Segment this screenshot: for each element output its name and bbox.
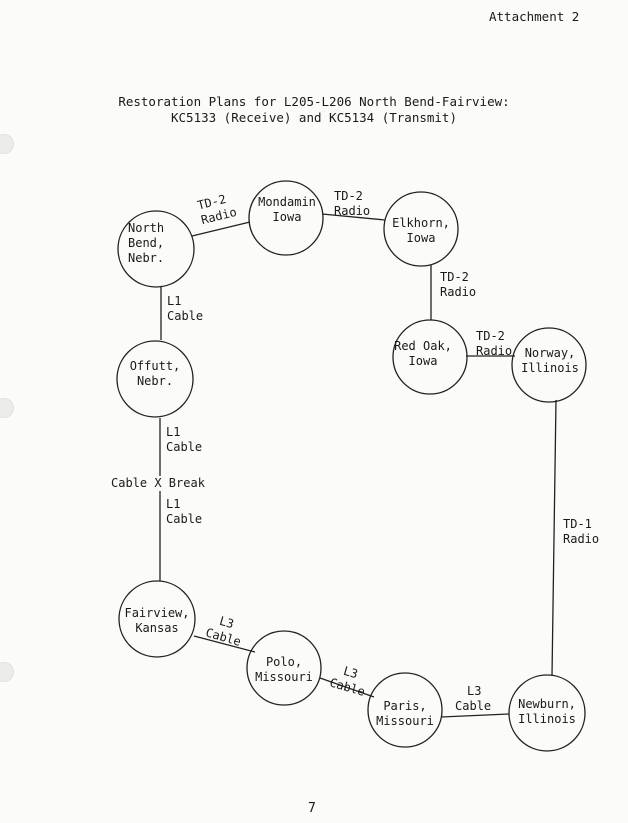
node-text: Missouri — [376, 714, 434, 728]
link-medium: Cable — [167, 309, 204, 323]
node-label-elkhorn: Elkhorn, Iowa — [384, 216, 458, 246]
node-text: Mondamin — [258, 195, 316, 209]
node-label-paris: Paris, Missouri — [368, 699, 442, 729]
node-paris — [367, 672, 443, 748]
link-type: TD-2 — [334, 189, 363, 203]
node-text: North — [128, 221, 165, 235]
link-medium: Radio — [563, 532, 600, 546]
node-label-fairview: Fairview, Kansas — [120, 606, 194, 636]
node-offutt — [116, 340, 194, 418]
attachment-label: Attachment 2 — [489, 9, 580, 24]
node-text: Offutt, — [129, 359, 181, 373]
node-newburn — [508, 674, 586, 752]
node-north-bend — [117, 210, 195, 288]
node-label-north-bend: North Bend, Nebr. — [110, 221, 188, 266]
hole-punch — [0, 398, 14, 418]
node-label-mondamin: Mondamin Iowa — [250, 195, 324, 225]
node-text: Bend, — [128, 236, 165, 250]
node-text: Iowa — [272, 210, 302, 224]
link-type: TD-2 — [440, 270, 469, 284]
link-medium: Radio — [440, 285, 477, 299]
node-text: Kansas — [135, 621, 179, 635]
link-norway-newburn — [551, 399, 557, 677]
cable-break-marker: Cable X Break — [111, 476, 205, 491]
node-text: Nebr. — [136, 374, 174, 388]
node-text: Iowa — [406, 231, 436, 245]
diagram-title-line1: Restoration Plans for L205-L206 North Be… — [118, 94, 510, 109]
hole-punch — [0, 662, 14, 682]
node-text: Norway, — [524, 346, 576, 360]
page-number: 7 — [308, 801, 316, 816]
node-text: Illinois — [521, 361, 579, 375]
node-elkhorn — [383, 191, 459, 267]
node-label-offutt: Offutt, Nebr. — [118, 359, 192, 389]
link-type: L1 — [166, 425, 181, 439]
node-text: Paris, — [383, 699, 427, 713]
link-medium: Cable — [455, 699, 492, 713]
link-medium: Cable — [166, 512, 203, 526]
node-red-oak — [392, 319, 468, 395]
diagram-title-line2: KC5133 (Receive) and KC5134 (Transmit) — [171, 110, 457, 125]
link-fairview-polo — [193, 635, 256, 653]
node-polo — [246, 630, 322, 706]
node-text: Illinois — [518, 712, 576, 726]
node-text: Iowa — [408, 354, 438, 368]
node-text: Fairview, — [124, 606, 190, 620]
node-label-newburn: Newburn, Illinois — [510, 697, 584, 727]
node-label-polo: Polo, Missouri — [247, 655, 321, 685]
link-mondamin-elkhorn — [321, 213, 386, 221]
link-type: TD-2 — [476, 329, 505, 343]
node-fairview — [118, 580, 196, 658]
hole-punch — [0, 134, 14, 154]
node-norway — [511, 327, 587, 403]
link-nb-mondamin — [191, 221, 251, 237]
link-medium: Radio — [476, 344, 513, 358]
link-polo-paris — [319, 677, 375, 698]
link-medium: Cable — [166, 440, 203, 454]
link-type: L1 — [167, 294, 182, 308]
node-text: Polo, — [265, 655, 303, 669]
link-medium: Radio — [334, 204, 371, 218]
node-text: Red Oak, — [394, 339, 452, 353]
link-type: TD-1 — [563, 517, 592, 531]
node-text: Nebr. — [128, 251, 165, 265]
link-type: L3 — [467, 684, 482, 698]
link-type: L1 — [166, 497, 181, 511]
node-text: Newburn, — [518, 697, 576, 711]
node-label-norway: Norway, Illinois — [513, 346, 587, 376]
link-paris-newburn — [440, 713, 510, 718]
node-text: Elkhorn, — [392, 216, 450, 230]
node-label-red-oak: Red Oak, Iowa — [386, 339, 460, 369]
node-mondamin — [248, 180, 324, 256]
node-text: Missouri — [255, 670, 313, 684]
